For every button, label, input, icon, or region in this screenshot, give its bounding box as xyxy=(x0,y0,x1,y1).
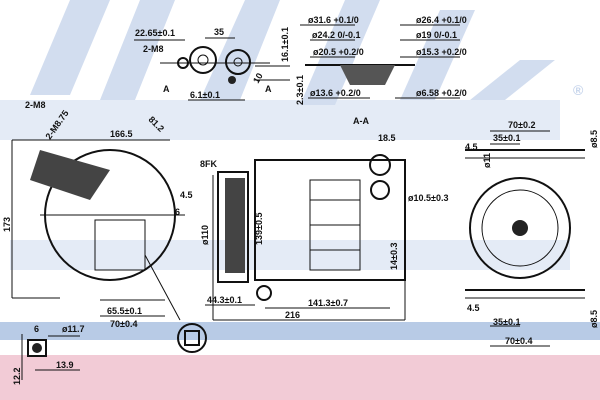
dim-label: ø8.5 xyxy=(589,130,599,148)
dim-label: ø6.58 +0.2/0 xyxy=(416,88,467,98)
watermark-logo xyxy=(0,0,570,270)
dim-label: ø13.6 +0.2/0 xyxy=(310,88,361,98)
connector-detail: 6 ø11.7 13.9 12.2 xyxy=(12,324,85,385)
dim-label: ø31.6 +0.1/0 xyxy=(308,15,359,25)
section-title: A-A xyxy=(353,116,369,126)
dim-label: 2.3±0.1 xyxy=(295,75,305,105)
dim-label: ø19 0/-0.1 xyxy=(416,30,457,40)
dim-label: 166.5 xyxy=(110,129,133,139)
dim-label: 141.3±0.7 xyxy=(308,298,348,308)
dim-label: 35 xyxy=(214,27,224,37)
dim-label: 6 xyxy=(34,324,39,334)
side-view: 2-M8 2-M8.75 166.5 81.2 173 4.5 6 65.5±0… xyxy=(2,100,207,353)
dim-label: 35±0.1 xyxy=(493,133,520,143)
dim-label: 4.5 xyxy=(180,190,193,200)
dim-label: 139±0.5 xyxy=(254,213,264,245)
dim-label: 4.5 xyxy=(467,303,480,313)
dim-label: ø11 xyxy=(482,153,492,168)
dim-label: ø110 xyxy=(200,225,210,245)
front-view: 8FK 18.5 ø10.5±0.3 ø110 139±0.5 14±0.3 4… xyxy=(200,133,448,321)
connector-detail-circle xyxy=(177,323,207,353)
dim-label: ø8.5 xyxy=(589,310,599,328)
port-view: 22.65±0.1 35 2-M8 16.1±0.1 10 6.1±0.1 A … xyxy=(134,27,290,101)
dim-label: 65.5±0.1 xyxy=(107,306,142,316)
dim-label: 18.5 xyxy=(378,133,396,143)
dim-label: 14±0.3 xyxy=(389,243,399,270)
section-a-a: ø31.6 +0.1/0 ø24.2 0/-0.1 ø20.5 +0.2/0 ø… xyxy=(295,15,467,126)
dim-label: 173 xyxy=(2,217,12,232)
dim-label: 16.1±0.1 xyxy=(280,27,290,62)
registered-mark: ® xyxy=(573,82,584,98)
dim-label: 44.3±0.1 xyxy=(207,295,242,305)
pink-band xyxy=(0,355,600,400)
dim-label: 6 xyxy=(175,207,180,217)
dim-label: ø15.3 +0.2/0 xyxy=(416,47,467,57)
dim-label: ø20.5 +0.2/0 xyxy=(313,47,364,57)
dim-label: 13.9 xyxy=(56,360,74,370)
dim-label: 8FK xyxy=(200,159,218,169)
dim-label: ø10.5±0.3 xyxy=(408,193,448,203)
dim-label: 10 xyxy=(251,71,265,85)
end-view: 70±0.2 35±0.1 4.5 ø11 ø8.5 4.5 35±0.1 ø8… xyxy=(465,120,599,347)
dim-label: 2-M8 xyxy=(25,100,46,110)
section-mark: A xyxy=(265,84,272,94)
dim-label: 70±0.4 xyxy=(110,319,137,329)
dim-label: 22.65±0.1 xyxy=(135,28,175,38)
dim-label: ø24.2 0/-0.1 xyxy=(312,30,361,40)
dim-label: 2-M8 xyxy=(143,44,164,54)
dim-label: 35±0.1 xyxy=(493,317,520,327)
blue-band xyxy=(0,322,600,340)
dim-label: 70±0.2 xyxy=(508,120,535,130)
dim-label: 6.1±0.1 xyxy=(190,90,220,100)
dim-label: ø26.4 +0.1/0 xyxy=(416,15,467,25)
dim-label: 4.5 xyxy=(465,142,478,152)
section-mark: A xyxy=(163,84,170,94)
dim-label: 216 xyxy=(285,310,300,320)
dim-label: 12.2 xyxy=(12,367,22,385)
dim-label: ø11.7 xyxy=(62,324,85,334)
dim-label: 70±0.4 xyxy=(505,336,532,346)
